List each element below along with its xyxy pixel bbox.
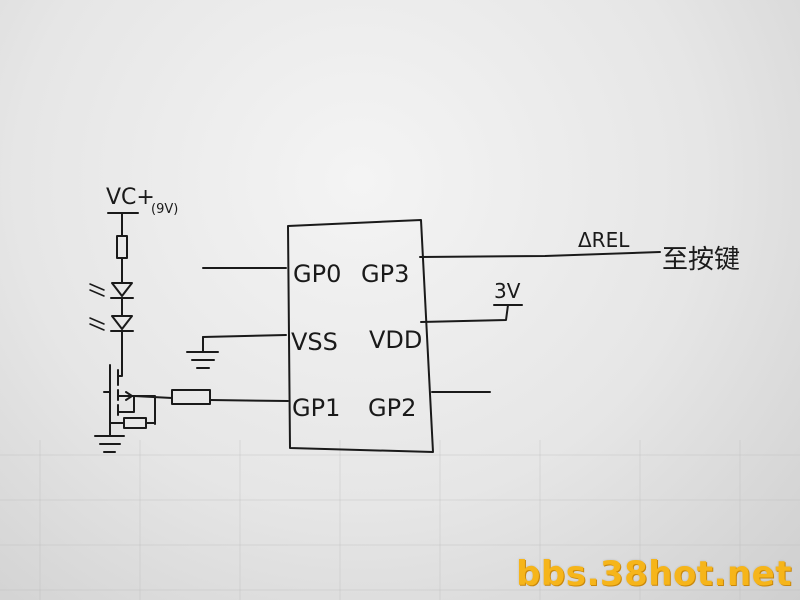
ground-icon bbox=[94, 435, 125, 453]
ic-body bbox=[287, 219, 434, 453]
pin-vss: VSS bbox=[291, 328, 338, 356]
vdd-supply-label: 3V bbox=[494, 279, 521, 303]
supply-label: VC+ bbox=[106, 185, 155, 210]
resistor-icon bbox=[171, 389, 211, 405]
pin-gp2: GP2 bbox=[368, 394, 416, 422]
vdd-wire bbox=[420, 304, 509, 323]
led-icon bbox=[89, 282, 134, 299]
output-destination-label: 至按键 bbox=[662, 245, 740, 275]
supply-note: (9V) bbox=[151, 202, 178, 217]
pin-gp3: GP3 bbox=[361, 260, 409, 288]
vss-wire bbox=[202, 334, 287, 338]
ground-icon bbox=[186, 351, 219, 369]
mosfet-icon bbox=[103, 364, 135, 419]
paper-grid bbox=[0, 440, 800, 600]
output-signal-label: ΔREL bbox=[578, 228, 630, 252]
pin-gp0: GP0 bbox=[293, 260, 341, 288]
resistor-icon bbox=[123, 417, 147, 429]
watermark-text: bbs.38hot.net bbox=[516, 554, 792, 594]
pin-vdd: VDD bbox=[369, 326, 422, 354]
gp1-wire bbox=[209, 399, 289, 402]
led-icon bbox=[89, 315, 134, 332]
pin-gp1: GP1 bbox=[292, 394, 340, 422]
gp3-wire bbox=[419, 251, 661, 258]
resistor-icon bbox=[116, 235, 128, 259]
